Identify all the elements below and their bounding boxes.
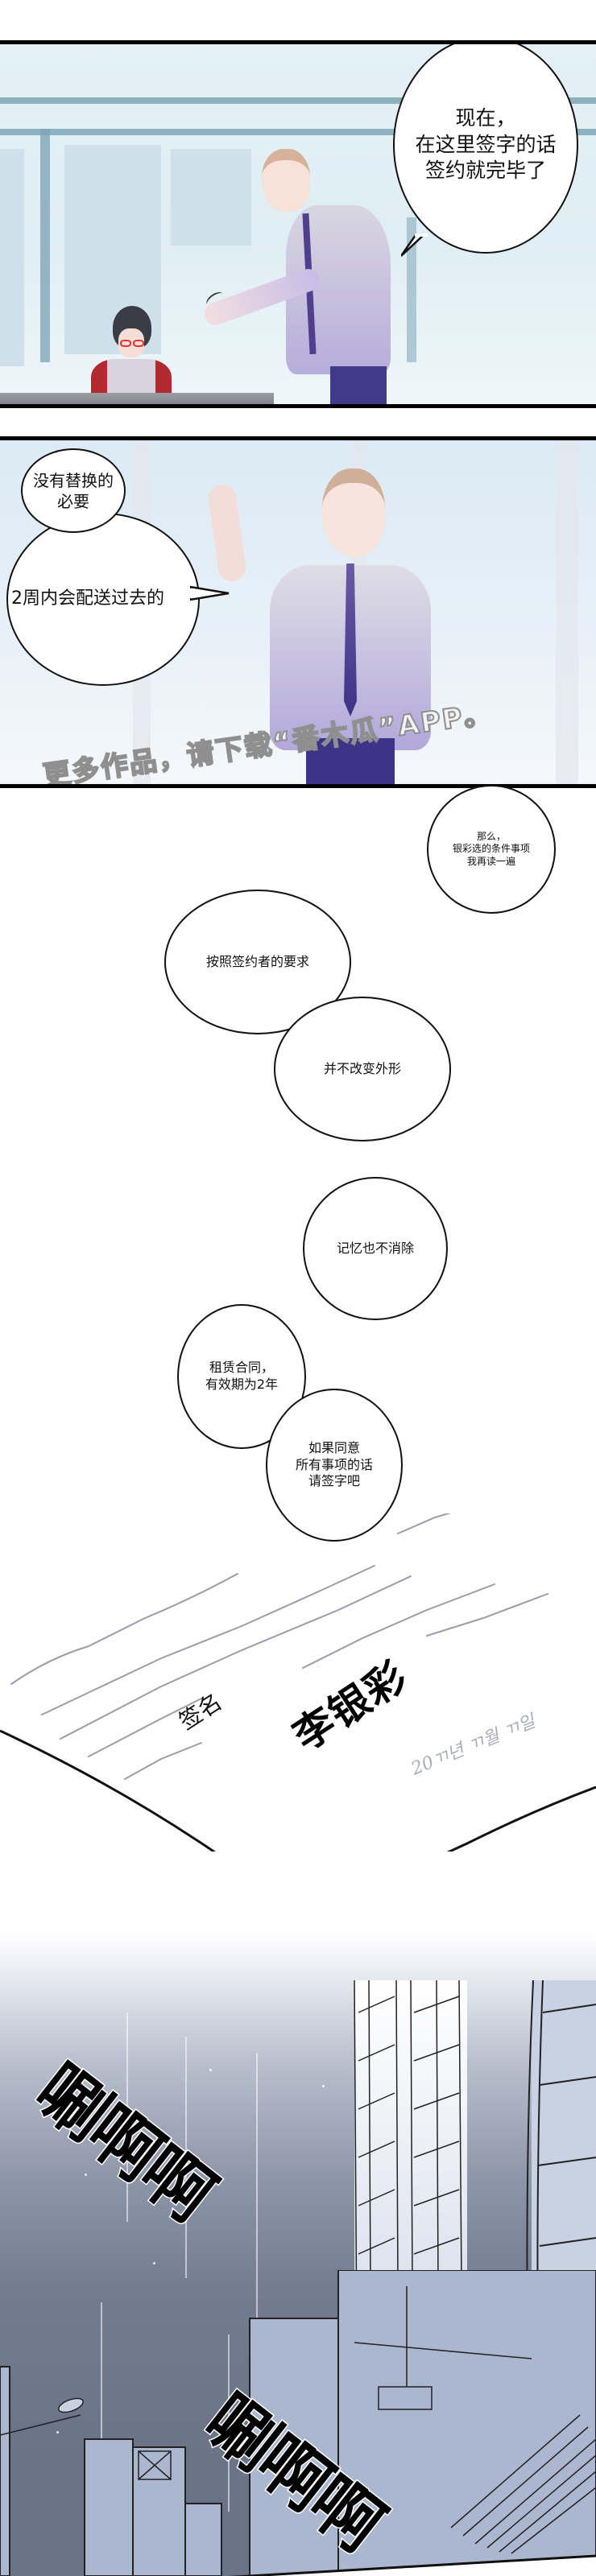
window-pane	[0, 149, 24, 366]
bubble-text: 记忆也不消除	[336, 1240, 414, 1256]
bubble-text: 没有替换的 必要	[33, 470, 114, 511]
panel-office-explaining: 没有替换的 必要 2周内会配送过去的 更多作品，请下载“番木瓜”APP。	[0, 436, 596, 788]
snow-speck	[85, 2174, 87, 2176]
speech-bubble-sign: 如果同意 所有事项的话 请签字吧	[266, 1389, 403, 1542]
snow-speck	[209, 2069, 212, 2071]
glasses-icon	[120, 340, 131, 347]
window-rail	[0, 129, 596, 135]
man-head	[322, 469, 385, 557]
bubble-text: 按照签约者的要求	[205, 953, 309, 969]
rain-streak	[228, 2334, 230, 2512]
window-mullion	[40, 129, 50, 362]
man-raised-hand	[206, 483, 248, 583]
standing-man	[201, 149, 427, 404]
man-head	[262, 149, 310, 212]
panel-night-city-rain: 唰啊啊 唰啊啊	[0, 1932, 596, 2576]
bubble-text: 现在， 在这里签字的话 签约就完毕了	[415, 106, 557, 183]
glasses-icon	[133, 340, 144, 347]
window-rail	[0, 97, 596, 104]
speech-bubble-memory: 记忆也不消除	[303, 1177, 448, 1320]
window-pane	[171, 149, 251, 246]
bubble-text: 那么， 银彩选的条件事项 我再读一遍	[452, 830, 530, 867]
window-mullion	[407, 217, 416, 362]
bubble-text: 并不改变外形	[323, 1060, 401, 1076]
snow-speck	[153, 2262, 155, 2264]
snow-speck	[56, 2431, 59, 2434]
bubble-text: 如果同意 所有事项的话 请签字吧	[295, 1439, 373, 1489]
bubble-tail	[190, 585, 230, 601]
speech-bubble-appearance: 并不改变外形	[274, 997, 451, 1141]
panel-office-pointing: 现在， 在这里签字的话 签约就完毕了	[0, 40, 596, 408]
seated-boy	[68, 306, 181, 404]
rain-streak	[101, 2302, 102, 2560]
snow-speck	[322, 2085, 325, 2087]
speech-bubble-small: 没有替换的 必要	[21, 448, 126, 533]
bubble-text: 2周内会配送过去的	[11, 588, 164, 609]
contract-paper	[0, 1513, 596, 1852]
bubble-text: 租赁合同， 有效期为2年	[205, 1360, 279, 1392]
snow-speck	[48, 2101, 51, 2103]
city-buildings	[0, 2270, 596, 2576]
man-pants	[330, 366, 387, 404]
rain-streak	[126, 2013, 128, 2222]
street-lamp-icon	[58, 2397, 84, 2413]
man-pants	[306, 738, 395, 784]
desk	[0, 393, 274, 404]
window-mullion	[556, 440, 578, 784]
standing-man-front	[205, 469, 463, 784]
speech-bubble-large: 2周内会配送过去的	[6, 513, 200, 686]
bubble-tail	[401, 233, 428, 257]
rain-streak	[185, 2037, 187, 2278]
speech-bubble-reading: 那么， 银彩选的条件事项 我再读一遍	[427, 785, 556, 914]
speech-bubble: 现在， 在这里签字的话 签约就完毕了	[393, 44, 578, 254]
man-tie	[344, 564, 357, 716]
rain-streak	[256, 2053, 258, 2391]
